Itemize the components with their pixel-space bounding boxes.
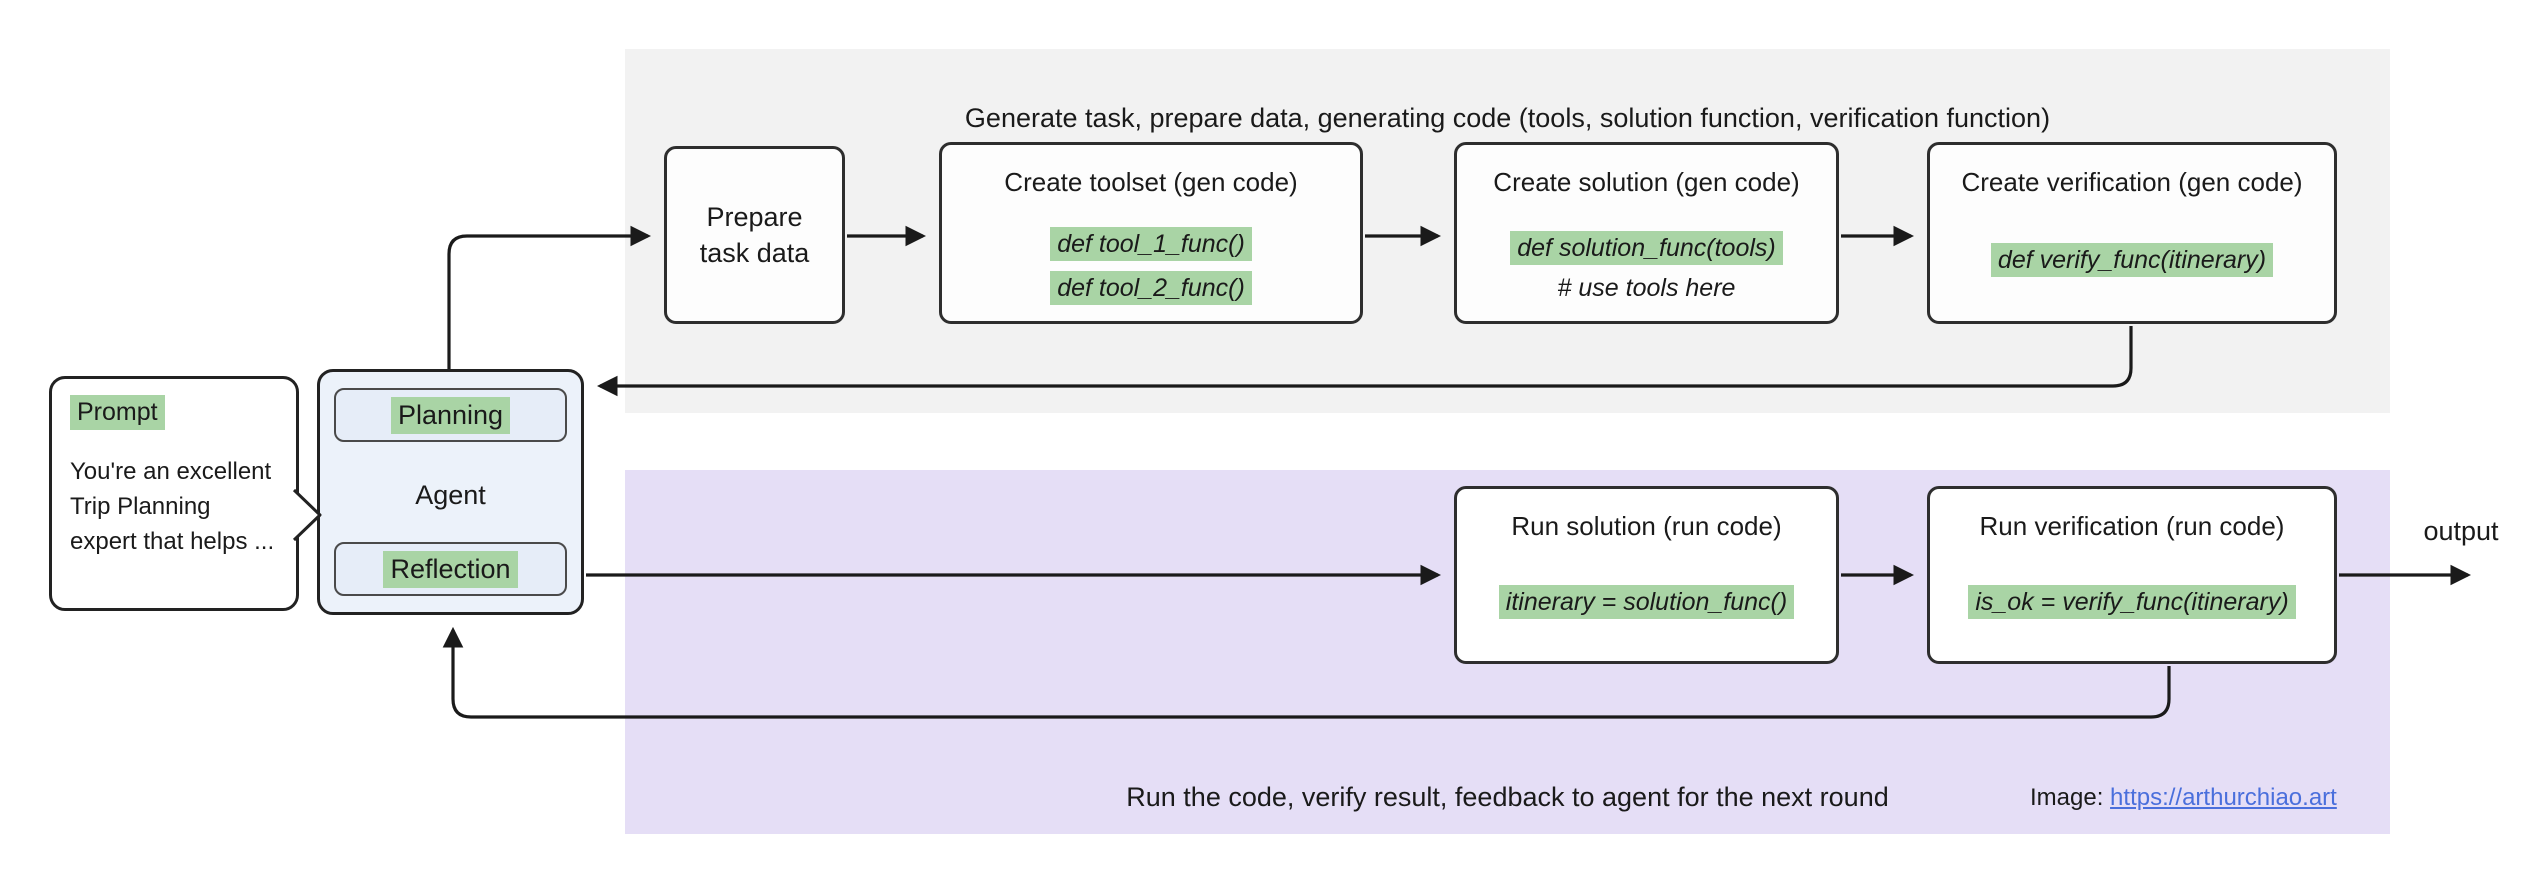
toolset-code-line-1: def tool_1_func() xyxy=(1050,227,1252,261)
image-credit: Image: https://arthurchiao.art xyxy=(2030,784,2337,812)
prompt-tag: Prompt xyxy=(70,395,165,430)
prepare-task-data-label: Prepare task data xyxy=(699,202,810,268)
run-verification-node: Run verification (run code) is_ok = veri… xyxy=(1927,486,2337,664)
planning-label: Planning xyxy=(390,396,511,434)
solution-code-line: def solution_func(tools) xyxy=(1510,231,1783,265)
agent-label: Agent xyxy=(415,480,486,510)
toolset-code-line-2: def tool_2_func() xyxy=(1050,271,1252,305)
reflection-label: Reflection xyxy=(383,550,518,588)
generation-panel-title: Generate task, prepare data, generating … xyxy=(964,103,2051,133)
run-solution-title: Run solution (run code) xyxy=(1511,511,1782,541)
arrow-agent-to-prepare xyxy=(447,225,652,369)
run-verification-title: Run verification (run code) xyxy=(1979,511,2285,541)
create-toolset-node: Create toolset (gen code) def tool_1_fun… xyxy=(939,142,1363,324)
run-solution-code-line: itinerary = solution_func() xyxy=(1498,585,1795,619)
planning-pill: Planning xyxy=(334,388,567,442)
image-credit-link[interactable]: https://arthurchiao.art xyxy=(2110,784,2337,811)
prompt-text: You're an excellent Trip Planning expert… xyxy=(70,458,275,555)
prompt-bubble: Prompt You're an excellent Trip Planning… xyxy=(49,376,299,611)
verification-code-line: def verify_func(itinerary) xyxy=(1990,243,2274,277)
image-credit-label: Image: xyxy=(2030,784,2104,811)
run-verification-code-line: is_ok = verify_func(itinerary) xyxy=(1968,585,2296,619)
agent-node: Planning Agent Reflection xyxy=(317,369,584,615)
create-verification-node: Create verification (gen code) def verif… xyxy=(1927,142,2337,324)
output-label: output xyxy=(2423,516,2499,546)
create-solution-title: Create solution (gen code) xyxy=(1493,167,1800,197)
run-panel-caption: Run the code, verify result, feedback to… xyxy=(1126,782,1889,812)
create-verification-title: Create verification (gen code) xyxy=(1961,167,2303,197)
run-solution-node: Run solution (run code) itinerary = solu… xyxy=(1454,486,1839,664)
prepare-task-data-node: Prepare task data xyxy=(664,146,845,324)
reflection-pill: Reflection xyxy=(334,542,567,596)
create-solution-node: Create solution (gen code) def solution_… xyxy=(1454,142,1839,324)
create-toolset-title: Create toolset (gen code) xyxy=(1004,167,1298,197)
solution-code-comment: # use tools here xyxy=(1557,274,1736,302)
